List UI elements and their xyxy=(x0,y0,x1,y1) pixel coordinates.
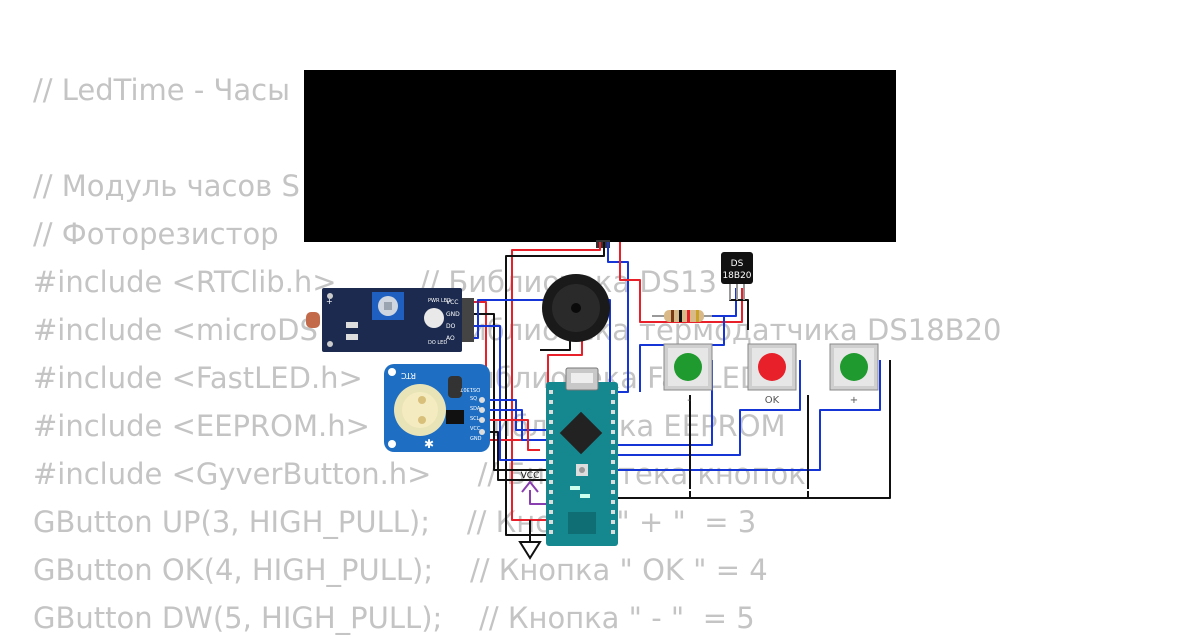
ds18b20-label-line1: DS xyxy=(731,259,744,269)
rtc-pin-vcc: VCC xyxy=(470,426,481,432)
wire-display-data xyxy=(607,242,629,393)
rtc-module[interactable]: RTC DS1307 ✱ SQ SDA SCL VCC GND xyxy=(384,364,490,452)
light-sensor-plus: + xyxy=(326,297,333,306)
wire-ldr-do xyxy=(462,325,548,461)
wires xyxy=(462,242,891,542)
button-minus[interactable]: - xyxy=(663,343,713,406)
ds18b20-label-line2: 18B20 xyxy=(722,271,751,281)
code-line: GButton DW(5, HIGH_PULL); // Кнопка " - … xyxy=(33,601,755,635)
wire-rtc-scl xyxy=(484,409,548,441)
vcc-label: VCC xyxy=(521,471,540,481)
rtc-pin-sda: SDA xyxy=(470,406,481,412)
code-line: // LedTime - Часы xyxy=(33,73,291,107)
wire-display-gnd xyxy=(505,242,605,536)
rtc-pin-scl: SCL xyxy=(470,416,480,422)
nano-pins xyxy=(549,390,615,534)
button-ok[interactable]: OK xyxy=(747,343,797,406)
adafruit-star-icon: ✱ xyxy=(424,437,434,451)
rtc-crystal xyxy=(448,376,462,398)
wire-ds18b20-gnd xyxy=(729,288,749,330)
light-sensor-pin-ao: AO xyxy=(446,335,455,342)
wire-rtc-gnd xyxy=(484,431,548,481)
button-plus[interactable]: + xyxy=(829,343,879,406)
wire-ds18b20-vcc xyxy=(619,242,743,323)
rtc-chip xyxy=(446,410,464,424)
wire-btn-plus xyxy=(618,360,881,471)
led-display[interactable] xyxy=(304,70,896,242)
wire-rtc-vcc xyxy=(484,419,540,451)
code-line: GButton OK(4, HIGH_PULL); // Кнопка " OK… xyxy=(33,553,768,587)
code-listing: // LedTime - Часы // Модуль часов S // Фот… xyxy=(33,66,1001,642)
ground-symbol[interactable] xyxy=(518,541,542,560)
buzzer[interactable] xyxy=(542,274,610,342)
code-line: #include <EEPROM.h> // Библиотека EEPROM xyxy=(33,409,786,443)
wire-buzzer-neg xyxy=(540,340,571,351)
photoresistor xyxy=(306,312,320,328)
code-line: // Модуль часов S xyxy=(33,169,300,203)
button-minus-label: - xyxy=(687,395,691,406)
resistor[interactable] xyxy=(652,310,712,322)
wire-rtc-sda xyxy=(484,399,548,431)
arduino-nano[interactable] xyxy=(546,367,618,546)
wire-btn-gnd xyxy=(608,360,891,499)
rtc-chip-label: DS1307 xyxy=(460,386,480,392)
light-sensor-pin-vcc: VCC xyxy=(446,299,458,306)
ds18b20-sensor[interactable]: DS 18B20 xyxy=(721,252,753,300)
light-sensor-pin-do: DO xyxy=(446,323,456,330)
button-ok-label: OK xyxy=(765,395,780,406)
code-line: // Фоторезистор xyxy=(33,217,288,251)
wire-display-vcc xyxy=(511,242,601,521)
wire-ds18b20-data xyxy=(639,288,737,392)
wire-btn-ok xyxy=(618,360,801,456)
wire-vcc-symbol xyxy=(529,490,548,505)
rtc-pin-gnd: GND xyxy=(470,436,482,442)
light-sensor-pwr-led: PWR LED xyxy=(428,298,451,304)
light-sensor-do-led: DO LED xyxy=(428,340,447,346)
light-sensor-pin-gnd: GND xyxy=(446,311,460,318)
code-line: GButton UP(3, HIGH_PULL); // Кнопка " + … xyxy=(33,505,757,539)
vcc-symbol[interactable]: VCC xyxy=(521,471,540,493)
button-plus-label: + xyxy=(850,395,858,406)
rtc-pin-sq: SQ xyxy=(470,396,477,402)
light-sensor-module[interactable]: + VCC GND DO AO PWR LED DO LED xyxy=(306,288,474,352)
rtc-label: RTC xyxy=(401,371,416,380)
comparator-led xyxy=(424,308,444,328)
